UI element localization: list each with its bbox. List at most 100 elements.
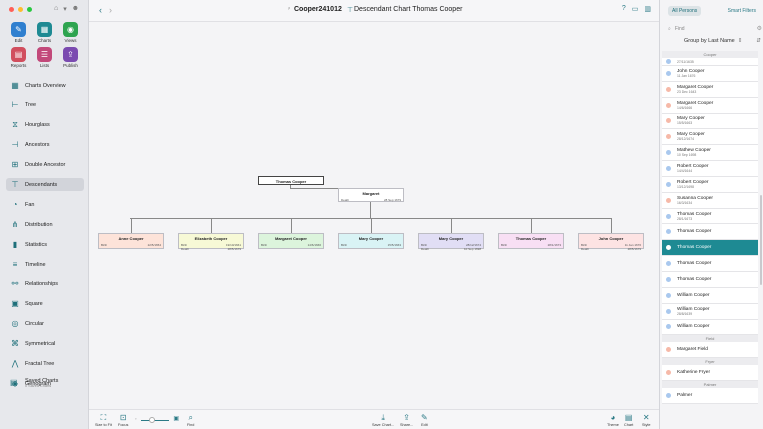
sidebar-item-statistics[interactable]: ▮Statistics (6, 238, 84, 251)
connector-line (211, 218, 212, 233)
child-field-label: Birth (421, 242, 428, 247)
edit-chart-button[interactable]: ✎ Edit (421, 413, 428, 427)
person-list-item[interactable]: Thomas Cooper (662, 256, 758, 272)
sidebar-item-distribution[interactable]: ⋔Distribution (6, 218, 84, 231)
person-sex-icon (666, 59, 671, 64)
person-list-item[interactable]: William Cooper (662, 319, 758, 336)
sidebar-item-genogram[interactable]: ◈Genogram (6, 377, 84, 390)
tool-views-button[interactable]: ◉Views (58, 22, 83, 43)
sidebar-item-timeline[interactable]: ≡Timeline (6, 258, 84, 271)
sidebar-item-descendants[interactable]: ⊤Descendants (6, 178, 84, 192)
gear-icon[interactable]: ⚙ (756, 26, 762, 32)
person-list-item[interactable]: Thomas Cooper (662, 271, 758, 288)
sort-icon[interactable]: ⇵ (756, 38, 761, 44)
tab-all-persons[interactable]: All Persons (668, 6, 702, 16)
chart-canvas[interactable]: Thomas Cooper Margaret Death 28 Sep 1679… (89, 22, 659, 409)
sidebar-item-double-ancestor[interactable]: ⊞Double Ancestor (6, 159, 84, 172)
person-list-item[interactable]: Thomas Cooper (662, 224, 758, 241)
sidebar-item-fan[interactable]: ◔Fan (6, 198, 84, 211)
chart-settings-button[interactable]: ▤ Chart (624, 413, 634, 427)
person-list-item[interactable]: 27/11/1635 (662, 58, 758, 66)
style-button[interactable]: ✕ Style (642, 413, 651, 427)
person-list-item[interactable]: Palmer (662, 388, 758, 404)
document-icon: ⸗ (288, 6, 290, 12)
person-list-item[interactable]: Katherine Fryer (662, 365, 758, 382)
root-person-node[interactable]: Thomas Cooper (258, 176, 324, 185)
save-chart-button[interactable]: ⤓ Save Chart... (372, 413, 395, 427)
tab-smart-filters[interactable]: Smart Filters (727, 8, 756, 14)
sidebar-item-label: Charts Overview (25, 82, 66, 89)
person-list-item[interactable]: Margaret Field (662, 342, 758, 359)
back-arrow-icon[interactable]: ‹ (99, 5, 102, 15)
sidebar-item-ancestors[interactable]: ⊣Ancestors (6, 139, 84, 152)
relationships-icon: ⚯ (11, 279, 19, 289)
help-icon[interactable]: ? (621, 5, 626, 12)
zoom-slider-knob[interactable] (149, 417, 155, 423)
person-name: Thomas Cooper (677, 229, 712, 235)
eye-icon: ◉ (63, 22, 78, 37)
focus-button[interactable]: ⊡ Focus (118, 413, 129, 427)
tool-charts-button[interactable]: ▦Charts (32, 22, 57, 43)
saved-charts-item[interactable]: ▤ Saved Charts 0 Saved Charts (10, 378, 58, 388)
group-by-select[interactable]: Group by Last Name ⇕ ⇵ (684, 38, 761, 44)
sidebar-item-charts-overview[interactable]: ▦Charts Overview (6, 79, 84, 92)
person-name: Mary Cooper (677, 132, 705, 138)
person-list-scrollbar[interactable] (760, 195, 762, 285)
theme-button[interactable]: ◕ Theme (607, 413, 619, 427)
sidebar-item-circular[interactable]: ◎Circular (6, 318, 84, 331)
sidebar-item-symmetrical[interactable]: ⌘Symmetrical (6, 338, 84, 351)
close-window-button[interactable] (9, 7, 14, 12)
zoom-window-button[interactable] (27, 7, 32, 12)
zoom-in-icon[interactable]: ▣ (173, 416, 179, 422)
tool-lists-button[interactable]: ☰Lists (32, 47, 57, 68)
share-button[interactable]: ⇪ Share... (400, 413, 414, 427)
people-icon[interactable]: ☻ (71, 5, 80, 12)
zoom-out-icon[interactable]: ▫ (135, 416, 137, 421)
forward-arrow-icon[interactable]: › (109, 5, 112, 15)
person-list-item[interactable]: Thomas Cooper (662, 240, 758, 257)
person-sex-icon (666, 181, 671, 187)
statistics-icon: ▮ (12, 239, 18, 249)
tool-publish-button[interactable]: ⇪Publish (58, 47, 83, 68)
tool-edit-button[interactable]: ✎Edit (6, 22, 31, 43)
size-to-fit-button[interactable]: ⛶ Size to Fit (95, 413, 112, 427)
bookmark-icon[interactable]: ▾ (63, 6, 67, 13)
sidebar-item-fractal-tree[interactable]: ⋀Fractal Tree (6, 357, 84, 370)
tool-reports-button[interactable]: ▤Reports (6, 47, 31, 68)
find-button[interactable]: ⌕ Find (187, 413, 195, 427)
sidebar-item-square[interactable]: ▣Square (6, 298, 84, 311)
person-list-item[interactable]: William Cooper (662, 287, 758, 304)
window-icon[interactable]: ▭ (631, 6, 639, 13)
sidebar-item-relationships[interactable]: ⚯Relationships (6, 278, 84, 291)
spouse-name: Margaret (362, 191, 380, 196)
sidebar-toggle-icon[interactable]: ▥ (644, 6, 651, 13)
minimize-window-button[interactable] (18, 7, 23, 12)
zoom-slider[interactable]: ▫ ▣ (135, 416, 179, 423)
sidebar-item-hourglass[interactable]: ⧖Hourglass (6, 119, 84, 132)
find-field[interactable]: ⌕ Find ⚙ (665, 24, 762, 33)
connector-line (291, 218, 292, 233)
connector-line (131, 218, 132, 233)
find-input[interactable]: Find (674, 25, 685, 32)
tag-icon[interactable]: ⌂ (54, 5, 59, 12)
spouse-node[interactable]: Margaret Death 28 Sep 1679 (338, 188, 404, 202)
sidebar-item-tree[interactable]: ⊢Tree (6, 99, 84, 112)
